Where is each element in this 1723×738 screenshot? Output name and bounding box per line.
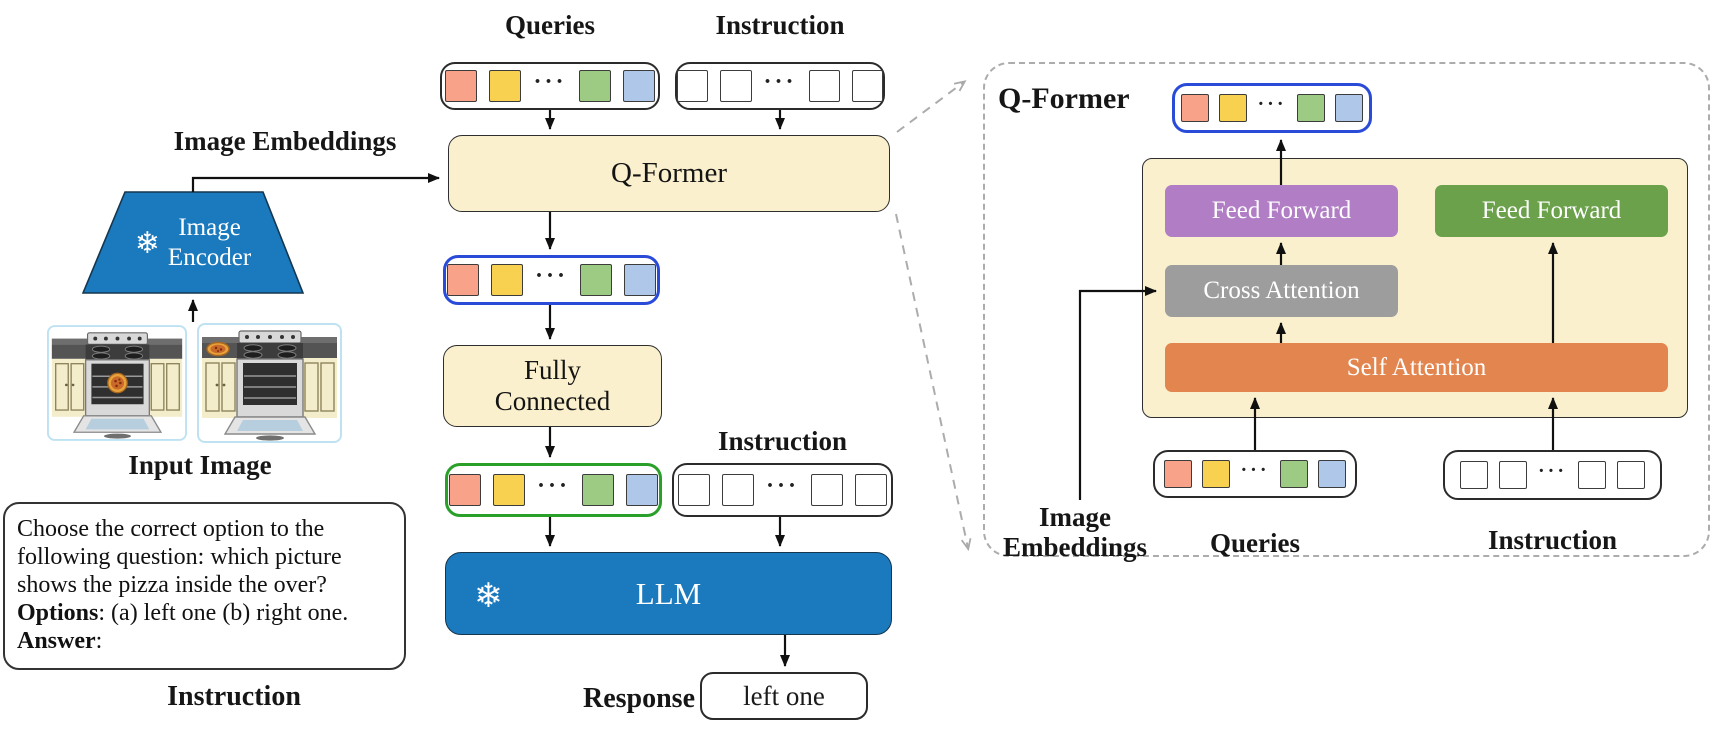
instruction-token-box-mid: ···	[672, 463, 893, 517]
query-token	[1219, 94, 1248, 122]
query-token	[580, 264, 612, 296]
ellipsis: ···	[765, 473, 799, 499]
response-value: left one	[743, 680, 825, 711]
ellipsis: ···	[1537, 460, 1567, 482]
panel-image-embeddings-label: Image Embeddings	[1002, 502, 1148, 562]
query-token	[446, 264, 479, 296]
instruction-token	[811, 474, 843, 506]
qformer-output-token-box: ···	[443, 255, 660, 305]
query-token	[622, 70, 655, 102]
instruction-token	[808, 70, 840, 102]
query-token	[582, 474, 614, 506]
llm-label: LLM	[635, 575, 702, 611]
query-token	[578, 70, 611, 102]
fc-output-token-box: ···	[445, 463, 662, 517]
query-token	[492, 474, 525, 506]
cross-attention-label: Cross Attention	[1203, 277, 1360, 304]
instruction-caption: Instruction	[167, 681, 301, 712]
query-token	[1181, 94, 1210, 122]
ellipsis: ···	[1257, 93, 1287, 115]
queries-token-box: ···	[440, 62, 660, 110]
instruction-token	[677, 474, 710, 506]
feed-forward-right-box: Feed Forward	[1435, 185, 1668, 237]
instruction-token-box-top: ···	[675, 62, 885, 110]
instruction-token	[855, 474, 887, 506]
ellipsis: ···	[534, 263, 568, 289]
query-token	[1296, 94, 1325, 122]
query-token	[1334, 94, 1363, 122]
panel-output-token-box: ···	[1172, 83, 1372, 133]
feed-forward-left-box: Feed Forward	[1165, 185, 1398, 237]
query-token	[626, 474, 658, 506]
ellipsis: ···	[1240, 459, 1270, 481]
image-encoder-shape	[82, 191, 304, 294]
qformer-box: Q-Former	[448, 135, 890, 212]
prompt-line: Options: (a) left one (b) right one.	[17, 600, 349, 626]
query-token	[624, 264, 656, 296]
query-token	[448, 474, 481, 506]
fully-connected-label: Fully Connected	[494, 354, 611, 416]
panel-queries-label: Queries	[1210, 528, 1300, 558]
ellipsis: ···	[763, 69, 797, 95]
instruction-prompt-box: Choose the correct option to the followi…	[3, 502, 406, 670]
prompt-line: shows the pizza inside the over?	[17, 572, 327, 598]
instruction-token	[1578, 461, 1606, 489]
prompt-line: following question: which picture	[17, 544, 342, 570]
panel-instruction-token-box: ···	[1443, 450, 1662, 500]
query-token	[1202, 460, 1231, 488]
cross-attention-box: Cross Attention	[1165, 265, 1398, 317]
feed-forward-right-label: Feed Forward	[1481, 197, 1622, 224]
instruction-token	[851, 70, 884, 102]
query-token	[445, 70, 478, 102]
instruction-token	[720, 70, 752, 102]
ellipsis: ···	[533, 69, 567, 95]
instruction-token	[1498, 461, 1527, 489]
instruction-label-mid: Instruction	[717, 426, 847, 456]
query-token	[490, 264, 523, 296]
image-embeddings-label: Image Embeddings	[173, 126, 397, 156]
input-image-label: Input Image	[128, 450, 272, 480]
self-attention-label: Self Attention	[1346, 353, 1487, 381]
query-token	[489, 70, 522, 102]
panel-title: Q-Former	[998, 82, 1130, 115]
instruction-label-top: Instruction	[715, 10, 845, 40]
queries-label-top: Queries	[505, 10, 595, 40]
instruction-token	[677, 70, 709, 102]
qformer-box-label: Q-Former	[611, 156, 727, 189]
image-encoder: ❄ Image Encoder	[83, 200, 303, 286]
input-image-right-oven-pizza-on-counter	[197, 323, 342, 443]
query-token	[1164, 460, 1193, 488]
feed-forward-left-label: Feed Forward	[1211, 197, 1352, 224]
image-encoder-label: Image Encoder	[167, 214, 252, 271]
prompt-line: Choose the correct option to the	[17, 516, 325, 542]
prompt-line: Answer:	[17, 628, 103, 654]
response-label: Response	[582, 683, 695, 714]
query-token	[1279, 460, 1308, 488]
ellipsis: ···	[536, 473, 570, 499]
self-attention-box: Self Attention	[1165, 343, 1668, 392]
fully-connected-box: Fully Connected	[443, 345, 662, 427]
snowflake-icon: ❄	[474, 576, 503, 616]
input-image-left-oven-pizza-inside	[47, 325, 187, 441]
query-token	[1317, 460, 1346, 488]
response-box: left one	[700, 672, 868, 720]
instruction-token	[721, 474, 754, 506]
snowflake-icon: ❄	[134, 225, 160, 261]
instruction-token	[1617, 461, 1645, 489]
panel-queries-token-box: ···	[1153, 450, 1357, 498]
llm-box: ❄ LLM	[445, 552, 892, 635]
instruction-token	[1459, 461, 1488, 489]
panel-instruction-label: Instruction	[1487, 525, 1617, 555]
